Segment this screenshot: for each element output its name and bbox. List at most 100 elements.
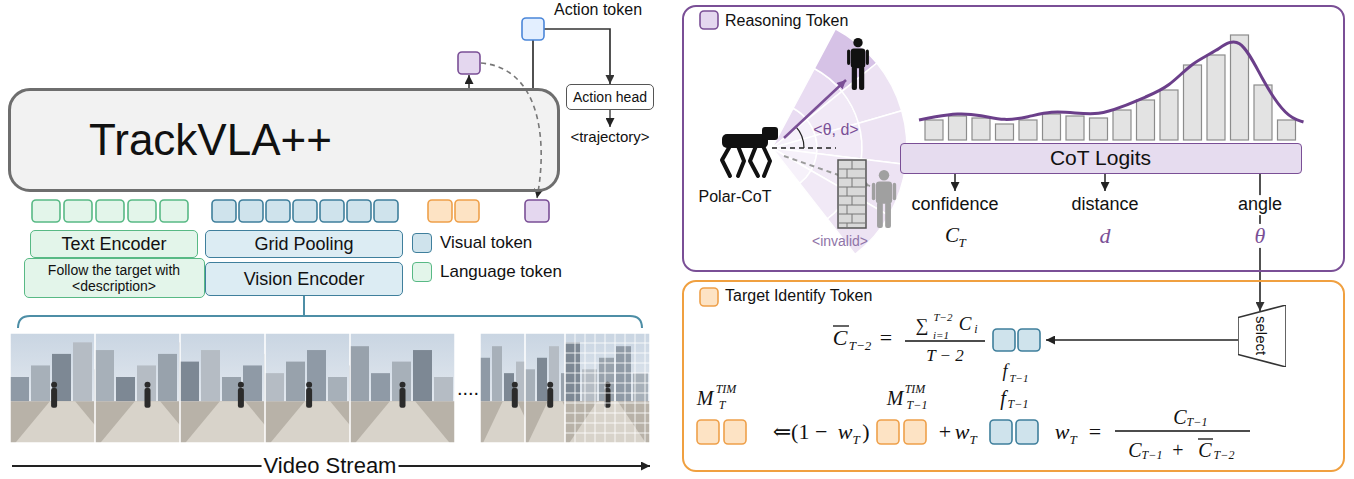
video-frame [635, 333, 636, 443]
wall [847, 187, 848, 196]
video-frame [537, 358, 547, 401]
video-frame [400, 388, 406, 408]
logit-bar [949, 116, 967, 140]
output-arrow [954, 172, 956, 191]
video-frame [547, 388, 553, 408]
reasoning-token [458, 52, 480, 74]
video-frame [547, 382, 553, 388]
video-frame [480, 358, 490, 401]
video-frame [645, 333, 646, 443]
video-frame [400, 382, 406, 388]
video-frame [51, 382, 57, 388]
video-frame [350, 333, 455, 443]
video-frame [565, 423, 650, 424]
logit-bar [1137, 100, 1155, 140]
math-symbol: f [1000, 362, 1009, 382]
logit-bar [1090, 118, 1108, 140]
encoder-box: Vision Encoder [205, 262, 403, 296]
process-box: Action head [566, 84, 655, 110]
video-frame [31, 365, 50, 401]
math-symbol: TIM [714, 383, 739, 396]
math-symbol: + [1170, 439, 1185, 461]
fraction-bar [1115, 430, 1250, 431]
math-symbol: C [831, 326, 850, 350]
node-text: TrackVLA++ [89, 115, 332, 166]
logit-bar [1019, 120, 1037, 140]
polar-grid [772, 29, 907, 255]
label: distance [1069, 195, 1140, 215]
target-token [724, 420, 746, 444]
video-frame [201, 350, 220, 401]
video-frame [565, 373, 650, 374]
output-arrow [1104, 172, 1106, 191]
legend-swatch [412, 262, 432, 282]
logit-bar [1184, 65, 1202, 140]
token-arrow [468, 75, 470, 88]
video-frame [565, 342, 580, 401]
logit-bar [925, 120, 943, 140]
logit-bar [1207, 55, 1225, 140]
math-symbol: = [878, 326, 894, 350]
video-frame [413, 350, 432, 401]
target-token [428, 200, 452, 222]
video-frame [565, 393, 650, 394]
node-text: Follow the target with <description> [25, 262, 204, 294]
math-symbol: w [953, 420, 972, 444]
wall [852, 214, 853, 223]
encoder-box: Text Encoder [30, 230, 198, 258]
video-frame [565, 333, 650, 443]
target-person [847, 38, 869, 90]
key-swatch [700, 11, 718, 29]
occluded-person [872, 183, 875, 200]
math-symbol: T [967, 433, 978, 447]
encoder-box: Grid Pooling [205, 230, 403, 258]
visual-token [1018, 329, 1040, 351]
video-frame [625, 333, 626, 443]
label: .... [455, 377, 481, 399]
video-frame [180, 362, 199, 402]
math-symbol: TIM [903, 383, 928, 396]
video-frame [492, 346, 502, 401]
label: Video Stream [262, 454, 399, 478]
visual-token [374, 200, 398, 222]
video-frame [73, 342, 92, 401]
math-symbol: T−1 [1140, 449, 1165, 462]
logit-bar [1043, 114, 1061, 140]
math-symbol: = [1087, 420, 1103, 444]
math-symbol: T [956, 236, 967, 250]
math-symbol: C [1171, 406, 1188, 428]
trapezoid-outline [1238, 305, 1286, 367]
video-frame [565, 413, 650, 414]
math-symbol: T−2 [931, 311, 954, 323]
video-frame [145, 388, 151, 408]
language-token [64, 200, 92, 222]
logit-bar [1278, 120, 1296, 140]
video-frame [328, 377, 347, 401]
target-person [851, 48, 866, 68]
math-symbol: ⇐(1 − [771, 420, 830, 444]
math-symbol: T [717, 399, 728, 412]
video-frame [434, 377, 453, 401]
panel: Reasoning TokenCoT Logits [682, 5, 1345, 272]
wall [838, 160, 866, 228]
label: <invalid> [810, 234, 870, 249]
node-text: Grid Pooling [254, 234, 353, 255]
legend-text: Visual token [440, 233, 532, 253]
language-token [32, 200, 60, 222]
logit-bar [1254, 85, 1272, 140]
target-person [852, 67, 857, 90]
legend-entry: Visual token [412, 233, 532, 253]
occluded-person [872, 170, 896, 228]
math-symbol: T−1 [1185, 416, 1210, 429]
legend-text: Language token [440, 262, 562, 282]
math-symbol: d [1098, 224, 1113, 248]
panel-heading: Reasoning Token [725, 11, 848, 30]
video-frame [238, 382, 244, 388]
video-frame [512, 382, 518, 388]
target-person [859, 67, 864, 90]
target-person [847, 49, 850, 65]
